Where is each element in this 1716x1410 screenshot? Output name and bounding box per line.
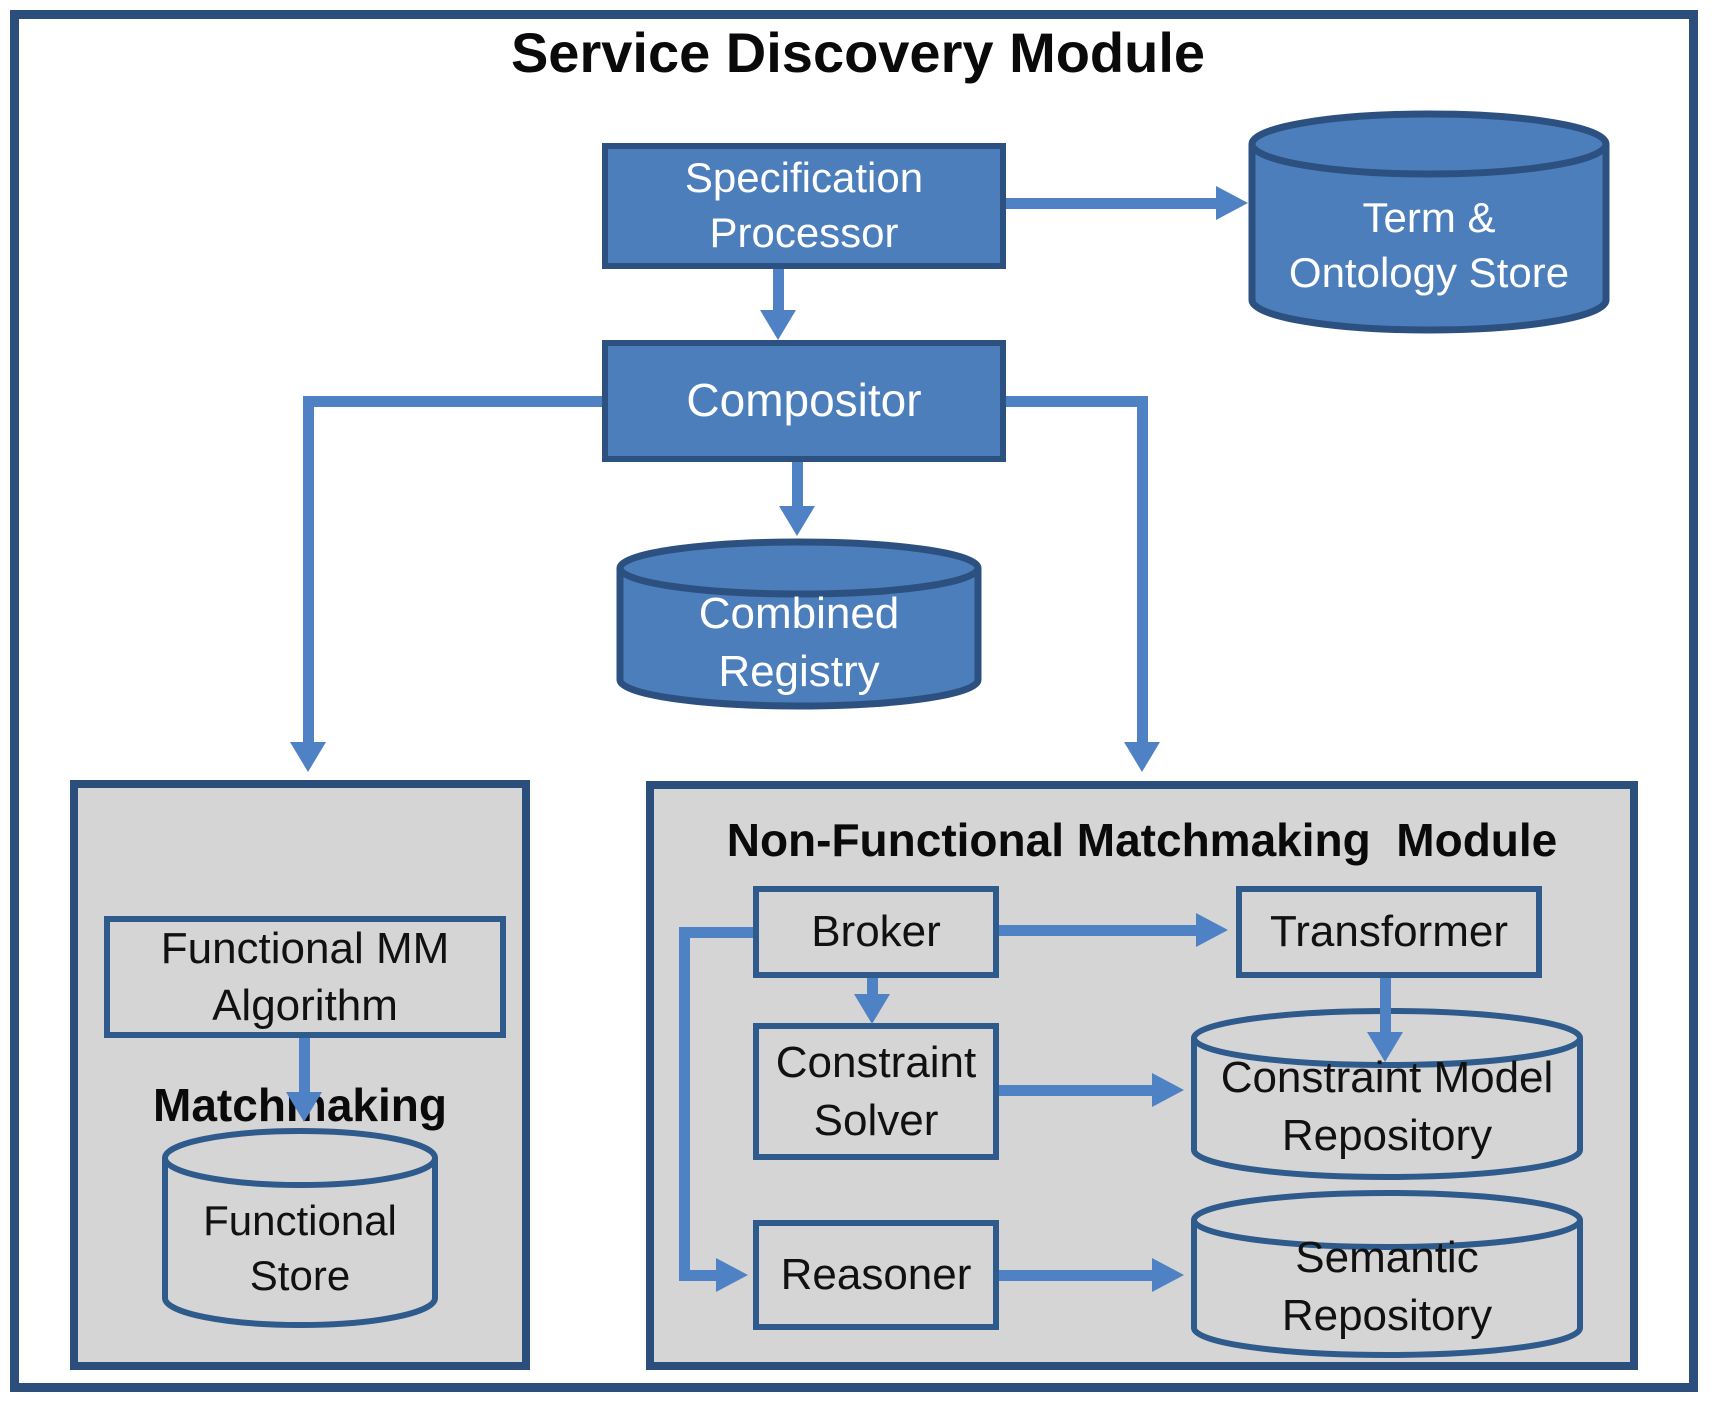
node-transformer: Transformer — [1236, 886, 1542, 978]
arrow-head — [286, 1092, 322, 1122]
node-label: Store — [249, 1252, 351, 1299]
node-label: Functional MM — [160, 923, 450, 973]
node-reasoner: Reasoner — [753, 1220, 999, 1330]
node-label: Functional — [203, 1196, 397, 1244]
node-label: Solver — [813, 1095, 939, 1145]
node-constraint-solver: Constraint Solver — [753, 1023, 999, 1160]
arrow-head — [1152, 1258, 1184, 1292]
node-label: Combined — [698, 588, 900, 638]
arrow-stem — [1006, 198, 1222, 209]
arrow-stem — [999, 1085, 1154, 1096]
node-label: Ontology Store — [1288, 249, 1570, 296]
database-cylinder-icon — [1191, 1190, 1583, 1358]
node-term-ontology-store-cylinder: Term & Ontology Store — [1248, 110, 1610, 334]
arrow-stem — [679, 1270, 718, 1281]
node-label: Term & — [1362, 193, 1496, 241]
node-broker: Broker — [753, 886, 999, 978]
node-label-group: Combined Registry — [616, 576, 982, 710]
arrow-head — [854, 994, 890, 1024]
diagram-title: Service Discovery Module — [510, 21, 1206, 84]
arrow-head — [716, 1258, 748, 1292]
database-cylinder-icon — [616, 538, 982, 710]
node-functional-mm-algorithm: Functional MM Algorithm — [104, 916, 506, 1038]
arrow-head — [1124, 742, 1160, 772]
arrow-head — [290, 742, 326, 772]
arrow-head — [760, 310, 796, 340]
arrow-stem — [999, 925, 1198, 936]
arrow-head — [1152, 1073, 1184, 1107]
arrow-stem — [299, 1038, 310, 1094]
node-functional-store-cylinder: Functional Store — [162, 1128, 438, 1328]
arrow-stem — [1137, 396, 1148, 744]
database-cylinder-icon — [1191, 1008, 1583, 1180]
node-label: Repository — [1281, 1111, 1493, 1160]
arrow-stem — [1006, 396, 1148, 407]
node-label: Constraint — [775, 1038, 977, 1088]
node-label: Semantic — [1295, 1232, 1479, 1282]
non-functional-module-title: Non-Functional Matchmaking Module — [726, 814, 1558, 866]
arrow-stem — [867, 978, 878, 996]
arrow-stem — [303, 396, 602, 407]
node-label: Compositor — [686, 374, 922, 427]
node-label: Broker — [811, 907, 941, 957]
arrow-stem — [999, 1270, 1154, 1281]
node-label-group: Term & Ontology Store — [1248, 156, 1610, 334]
node-compositor: Compositor — [602, 340, 1006, 462]
node-label: Algorithm — [212, 981, 398, 1030]
arrow-stem — [1380, 978, 1391, 1034]
node-label: Repository — [1281, 1291, 1493, 1340]
arrow-stem — [679, 927, 690, 1281]
database-cylinder-icon — [1248, 110, 1610, 334]
arrow-head — [1216, 186, 1248, 220]
arrow-stem — [792, 462, 803, 510]
node-label: Reasoner — [780, 1250, 972, 1300]
arrow-head — [779, 506, 815, 536]
node-label: Transformer — [1270, 907, 1508, 957]
arrow-head — [1367, 1032, 1403, 1062]
node-label-group: Functional Store — [162, 1168, 438, 1328]
database-cylinder-icon — [162, 1128, 438, 1328]
arrow-head — [1196, 913, 1228, 947]
arrow-stem — [679, 927, 753, 938]
node-combined-registry-cylinder: Combined Registry — [616, 538, 982, 710]
node-label: Specification — [684, 154, 924, 202]
arrow-stem — [773, 269, 784, 314]
node-label: Processor — [709, 209, 899, 256]
node-semantic-repository-cylinder: Semantic Repository — [1191, 1190, 1583, 1358]
node-label: Registry — [718, 647, 880, 696]
node-specification-processor: Specification Processor — [602, 143, 1006, 269]
arrow-stem — [303, 396, 314, 744]
node-label-group: Semantic Repository — [1191, 1216, 1583, 1358]
